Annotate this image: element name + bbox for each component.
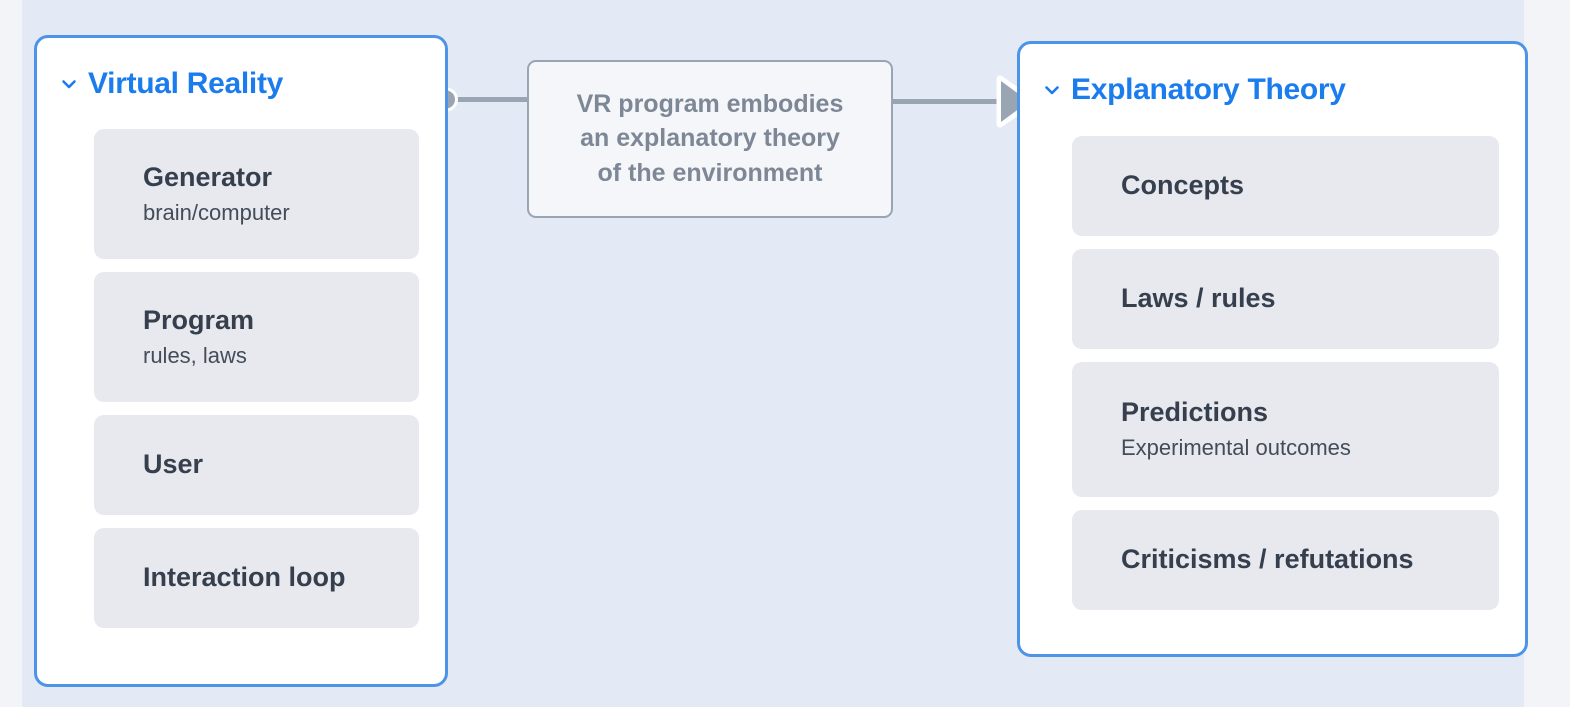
list-item[interactable]: Criticisms / refutations [1072, 510, 1499, 610]
list-item[interactable]: Predictions Experimental outcomes [1072, 362, 1499, 497]
list-item[interactable]: Generator brain/computer [94, 129, 419, 259]
chevron-down-icon[interactable] [1042, 80, 1062, 100]
node-header-explanatory-theory[interactable]: Explanatory Theory [1020, 44, 1525, 110]
item-title: Predictions [1121, 397, 1269, 428]
list-item[interactable]: Concepts [1072, 136, 1499, 236]
list-item[interactable]: Program rules, laws [94, 272, 419, 402]
edge-label-line: VR program embodies [576, 90, 844, 119]
edge-label-line: an explanatory theory [580, 124, 840, 153]
node-title: Virtual Reality [88, 67, 284, 100]
item-title: Program [143, 304, 255, 335]
chevron-down-icon[interactable] [59, 74, 79, 94]
list-item[interactable]: User [94, 415, 419, 515]
node-title: Explanatory Theory [1071, 73, 1346, 106]
item-title: Generator [143, 161, 273, 192]
list-item[interactable]: Laws / rules [1072, 249, 1499, 349]
item-title: Laws / rules [1121, 283, 1276, 314]
item-subtitle: brain/computer [143, 199, 290, 225]
node-explanatory-theory[interactable]: Explanatory Theory Concepts Laws / rules… [1017, 41, 1528, 657]
item-title: Criticisms / refutations [1121, 544, 1414, 575]
edge-label-line: of the environment [597, 158, 823, 187]
edge-label-box[interactable]: VR program embodies an explanatory theor… [527, 60, 893, 218]
node-header-virtual-reality[interactable]: Virtual Reality [37, 38, 445, 104]
item-title: User [143, 449, 204, 480]
node-body-explanatory-theory: Concepts Laws / rules Predictions Experi… [1020, 110, 1525, 610]
item-title: Concepts [1121, 170, 1245, 201]
item-subtitle: rules, laws [143, 342, 247, 368]
node-virtual-reality[interactable]: Virtual Reality Generator brain/computer… [34, 35, 448, 687]
node-body-virtual-reality: Generator brain/computer Program rules, … [37, 104, 445, 628]
item-title: Interaction loop [143, 562, 346, 593]
item-subtitle: Experimental outcomes [1121, 435, 1351, 461]
list-item[interactable]: Interaction loop [94, 528, 419, 628]
